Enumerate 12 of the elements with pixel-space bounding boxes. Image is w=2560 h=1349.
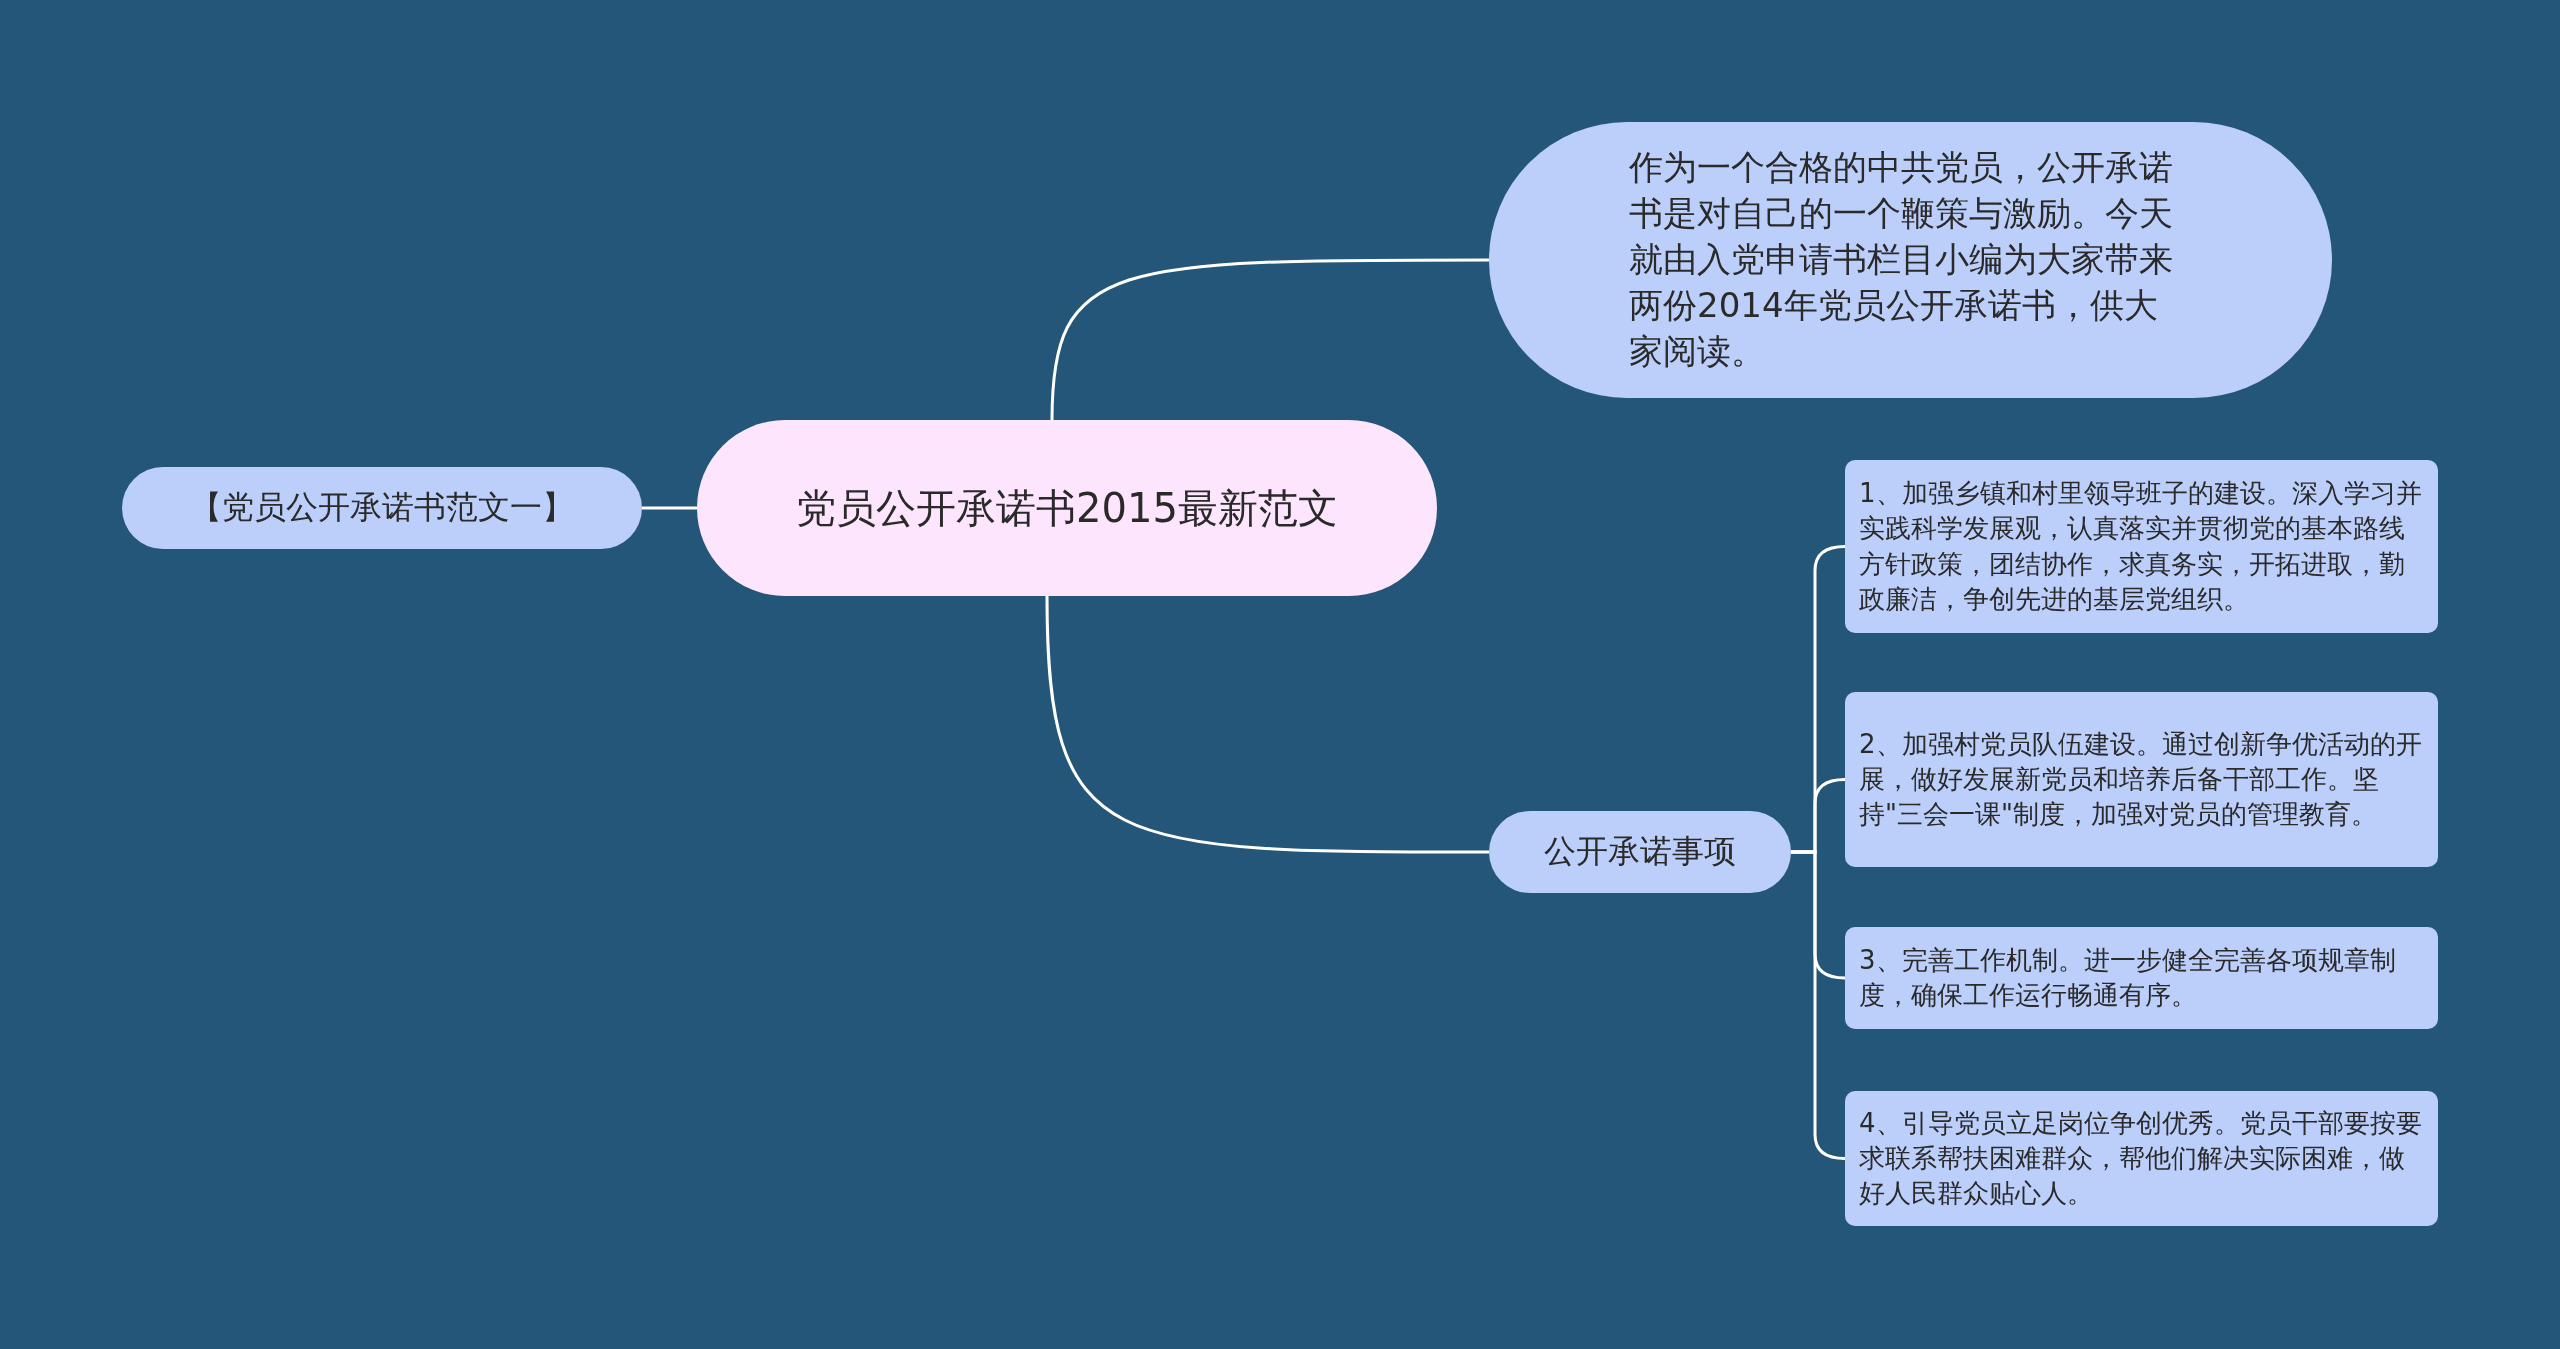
connector-line bbox=[1050, 258, 1489, 421]
text-box: 4、引导党员立足岗位争创优秀。党员干部要按要求联系帮扶困难群众，帮他们解决实际困难，做好人民群众贴心人。 bbox=[1845, 1091, 2438, 1226]
topic-bubble: 【党员公开承诺书范文一】 bbox=[122, 467, 642, 549]
topic-bubble: 公开承诺事项 bbox=[1489, 811, 1791, 893]
connector-line bbox=[1045, 595, 1489, 854]
central-topic-bubble: 党员公开承诺书2015最新范文 bbox=[697, 420, 1437, 596]
text-box: 3、完善工作机制。进一步健全完善各项规章制度，确保工作运行畅通有序。 bbox=[1845, 927, 2438, 1029]
connector-line bbox=[642, 506, 697, 510]
text-box: 1、加强乡镇和村里领导班子的建设。深入学习并实践科学发展观，认真落实并贯彻党的基本路线方针政策，团结协作，求真务实，开拓进取，勤政廉洁，争创先进的基层党组织。 bbox=[1845, 460, 2438, 633]
topic-bubble: 作为一个合格的中共党员，公开承诺书是对自己的一个鞭策与激励。今天就由入党申请书栏目小编为大家带来两份2014年党员公开承诺书，供大家阅读。 bbox=[1489, 122, 2332, 398]
text-box: 2、加强村党员队伍建设。通过创新争优活动的开展，做好发展新党员和培养后备干部工作。坚持"三会一课"制度，加强对党员的管理教育。 bbox=[1845, 692, 2438, 867]
connector-line bbox=[1791, 850, 1846, 1160]
